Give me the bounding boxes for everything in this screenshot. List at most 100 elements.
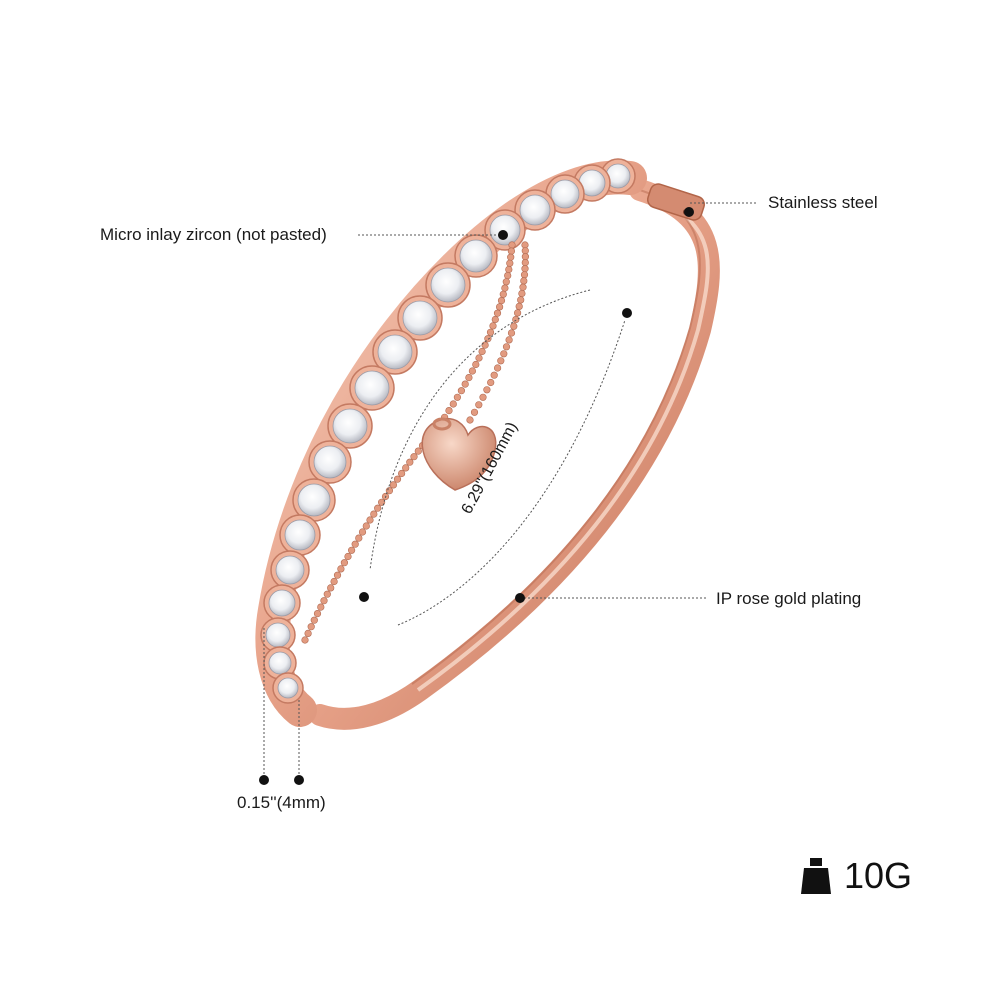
chain-bead <box>414 447 422 455</box>
bangle-plain-band <box>309 179 720 730</box>
chain-bead <box>323 590 331 598</box>
chain-bead <box>320 597 328 605</box>
chain-bead <box>497 297 506 305</box>
diameter-dot-top <box>622 308 632 318</box>
chain-bead <box>521 265 529 273</box>
chain-bead <box>499 290 507 298</box>
chain-bead <box>317 603 325 611</box>
chain-bead <box>508 241 516 249</box>
zircon-stone <box>268 589 296 617</box>
chain-bead <box>519 283 527 291</box>
chain-bead <box>517 296 525 304</box>
zircon-stone <box>489 214 521 246</box>
chain-bead <box>445 407 453 415</box>
chain-bead <box>497 357 505 365</box>
chain-bead <box>506 259 514 267</box>
chain-bead <box>510 322 518 330</box>
steel-dot <box>684 207 694 217</box>
bangle-band-shadow <box>411 187 701 685</box>
chain-bead <box>327 584 335 592</box>
zircon-stone <box>313 445 347 479</box>
zircon-stone <box>459 239 493 273</box>
weight-badge: 10G <box>800 855 912 897</box>
leader-dots <box>259 207 694 785</box>
heart-charm-ring <box>432 417 452 431</box>
chain-bead <box>389 481 398 489</box>
chain-bead <box>521 259 529 267</box>
chain-bead <box>301 636 309 644</box>
weight-icon <box>801 858 831 894</box>
chain-bead <box>410 453 418 461</box>
chain-bead <box>348 546 356 554</box>
zircon-stone <box>265 622 291 648</box>
chain-bead <box>304 629 312 638</box>
chain-bead <box>479 393 487 401</box>
chain-bead <box>366 516 374 524</box>
zircon-label: Micro inlay zircon (not pasted) <box>100 225 327 244</box>
chain-bead <box>398 469 406 478</box>
steel-label: Stainless steel <box>768 193 878 212</box>
chain-bead <box>344 552 352 561</box>
chain-bead <box>457 387 466 395</box>
zircon-dot <box>498 230 508 240</box>
plating-label: IP rose gold plating <box>716 589 862 608</box>
chain-bead <box>406 458 414 466</box>
chain-bead <box>520 271 529 279</box>
plating-dot <box>515 593 525 603</box>
width-dot-right <box>294 775 304 785</box>
chain-bead <box>504 272 512 280</box>
chain-bead <box>358 528 367 536</box>
heart-charm <box>421 418 497 491</box>
zircon-stone <box>332 408 368 444</box>
chain-bead <box>512 316 520 324</box>
zircon-stone <box>275 555 305 585</box>
chain-bead <box>472 360 480 369</box>
chain-bead <box>378 498 386 506</box>
zircon-stone <box>297 483 331 517</box>
chain-bead <box>481 341 489 349</box>
chain-bead <box>461 380 469 388</box>
bangle-band-highlight <box>416 196 710 692</box>
chain-bead <box>493 309 502 317</box>
zircon-stone <box>377 334 413 370</box>
chain-bead <box>370 510 378 518</box>
chain-bead <box>518 289 526 298</box>
chain-bead <box>520 277 528 285</box>
chain-bead <box>507 253 515 261</box>
zircon-stone <box>277 677 299 699</box>
chain-bead <box>402 464 410 472</box>
chain-bead <box>490 371 498 379</box>
zircon-stone <box>402 300 438 336</box>
chain-bead <box>468 367 477 375</box>
width-label: 0.15''(4mm) <box>237 793 326 812</box>
chain-bead <box>507 329 516 337</box>
chain-bead <box>507 247 516 255</box>
chain-bead <box>486 328 495 336</box>
chain-bead <box>337 565 345 573</box>
chain-bead <box>494 364 502 372</box>
ball-chain <box>301 241 530 644</box>
chain-bead <box>487 378 495 387</box>
chain-bead <box>310 616 318 624</box>
chain-bead <box>449 400 457 408</box>
chain-bead <box>340 559 349 567</box>
chain-bead <box>505 336 513 344</box>
chain-bead <box>475 354 483 362</box>
chain-bead <box>355 534 363 542</box>
diameter-dot-bottom <box>359 592 369 602</box>
chain-bead <box>313 609 322 618</box>
chain-bead <box>470 408 479 416</box>
chain-bead <box>502 278 510 286</box>
diameter-arc <box>369 289 591 571</box>
zircon-stone <box>430 267 466 303</box>
chain-bead <box>453 393 462 401</box>
chain-bead <box>500 350 508 358</box>
chain-bead <box>489 322 497 330</box>
chain-bead <box>501 284 509 292</box>
zircon-stone <box>268 651 292 675</box>
chain-bead <box>351 540 359 548</box>
chain-bead <box>505 265 513 274</box>
chain-bead <box>515 302 523 311</box>
zircon-stone <box>354 370 390 406</box>
